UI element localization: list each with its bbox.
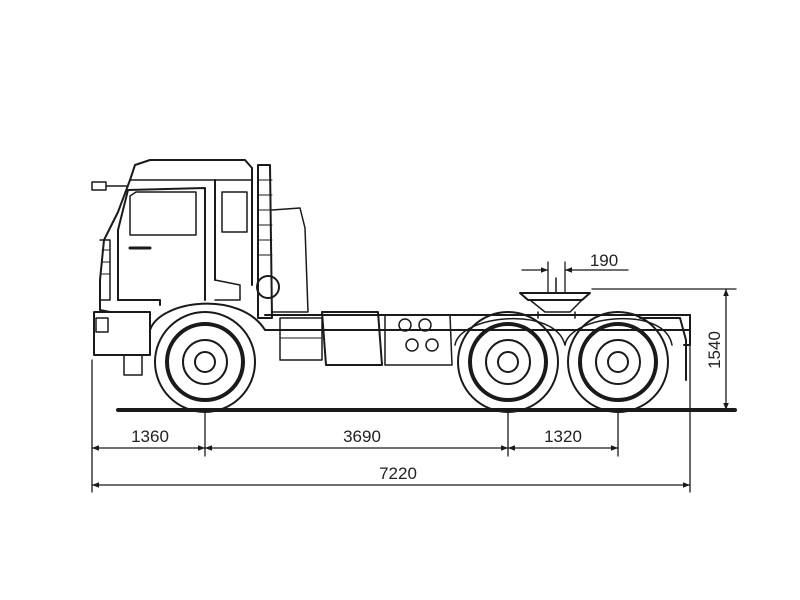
fifth-wheel: [519, 277, 591, 319]
chassis-frame: [264, 314, 691, 381]
exhaust-stack: [256, 164, 309, 319]
dimension-annotations: [91, 261, 737, 493]
dim-label-fifth-wheel-height: 1540: [705, 331, 724, 369]
rear-wheel-2: [564, 311, 673, 413]
front-wheel: [154, 311, 256, 413]
rear-wheel-1: [454, 311, 566, 413]
front-bumper: [93, 311, 151, 376]
dim-label-wheelbase-front: 3690: [343, 427, 381, 446]
truck-tractor: [91, 159, 737, 413]
truck-cab: [91, 159, 266, 331]
dim-label-front-overhang: 1360: [131, 427, 169, 446]
fuel-tank: [279, 311, 383, 366]
dim-label-fifth-wheel-offset: 190: [590, 251, 618, 270]
dim-label-wheelbase-rear: 1320: [544, 427, 582, 446]
dim-label-overall-length: 7220: [379, 464, 417, 483]
